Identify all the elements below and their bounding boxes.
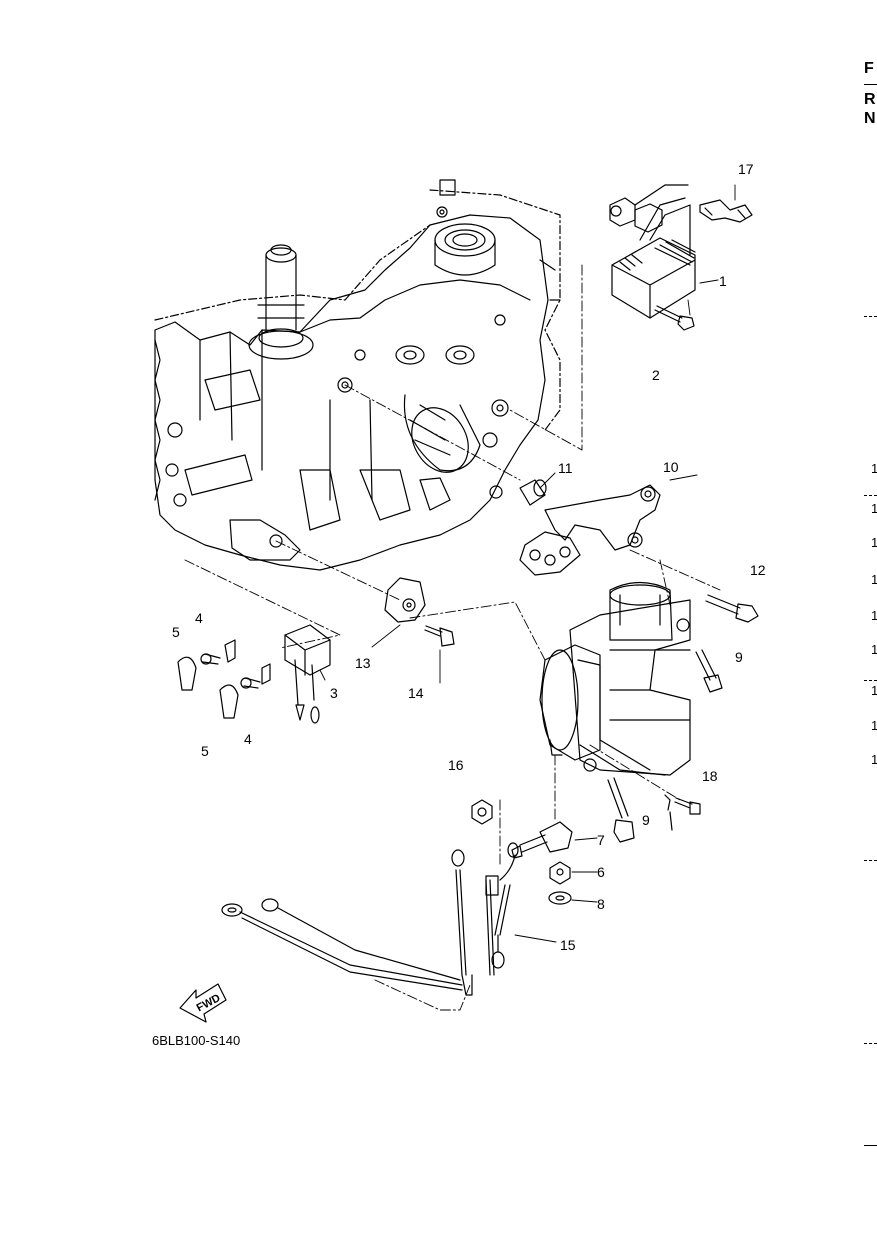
edge-rule [864,84,877,85]
part-14-bolt [424,625,455,647]
callout-13: 13 [355,655,371,671]
callout-16: 16 [448,757,464,773]
edge-number: 1 [871,608,877,623]
callout-15: 15 [560,937,576,953]
part-1-rectifier-regulator [609,184,696,319]
part-16-nut [471,799,493,825]
callout-4-lower: 4 [244,731,252,747]
part-13-clamp [384,577,426,623]
edge-number: 1 [871,501,877,516]
edge-number: 1 [871,718,877,733]
engine-block [154,179,561,571]
callout-10: 10 [663,459,679,475]
callout-5-lower: 5 [201,743,209,759]
leader-lines [184,184,736,1011]
callout-3: 3 [330,685,338,701]
edge-dash [864,860,877,861]
part-7-terminal [511,821,573,859]
part-8-washer [548,891,572,905]
diagram-code: 6BLB100-S140 [152,1033,241,1048]
part-5-caps [177,656,239,719]
part-10-bracket [519,484,661,576]
callout-9-upper: 9 [735,649,743,665]
part-11-collar [519,479,547,506]
edge-letter-r: R [864,91,876,108]
callout-5-upper: 5 [172,624,180,640]
part-12-bolt [705,594,759,623]
starter-motor [539,581,691,776]
callout-1: 1 [719,273,727,289]
part-3-relay [224,624,331,724]
edge-letter-n: N [864,110,876,127]
edge-number: 1 [871,752,877,767]
part-4-bolts [200,653,261,689]
part-17-clip [699,199,753,223]
edge-number: 1 [871,535,877,550]
part-15-wire-harness [221,842,519,996]
callout-6: 6 [597,864,605,880]
part-2-bolt [654,305,695,331]
callout-8: 8 [597,896,605,912]
callout-2: 2 [652,367,660,383]
callout-12: 12 [750,562,766,578]
edge-number: 1 [871,572,877,587]
callout-9-lower: 9 [642,812,650,828]
callout-14: 14 [408,685,424,701]
fwd-arrow-icon: FWD [179,983,227,1023]
callout-7: 7 [597,832,605,848]
edge-number: 1 [871,683,877,698]
edge-dash [864,495,877,496]
callout-17: 17 [738,161,754,177]
edge-dash [864,1043,877,1044]
edge-letter-f: F [864,60,874,77]
edge-rule [864,1145,877,1146]
edge-number: 1 [871,642,877,657]
callout-11: 11 [558,460,573,476]
edge-number: 1 [871,461,877,476]
part-9-bolts [607,649,723,843]
callout-18: 18 [702,768,718,784]
edge-dash [864,680,877,681]
callout-4-upper: 4 [195,610,203,626]
part-6-nut [549,861,571,885]
edge-dash [864,316,877,317]
part-18-bolt [664,794,701,831]
